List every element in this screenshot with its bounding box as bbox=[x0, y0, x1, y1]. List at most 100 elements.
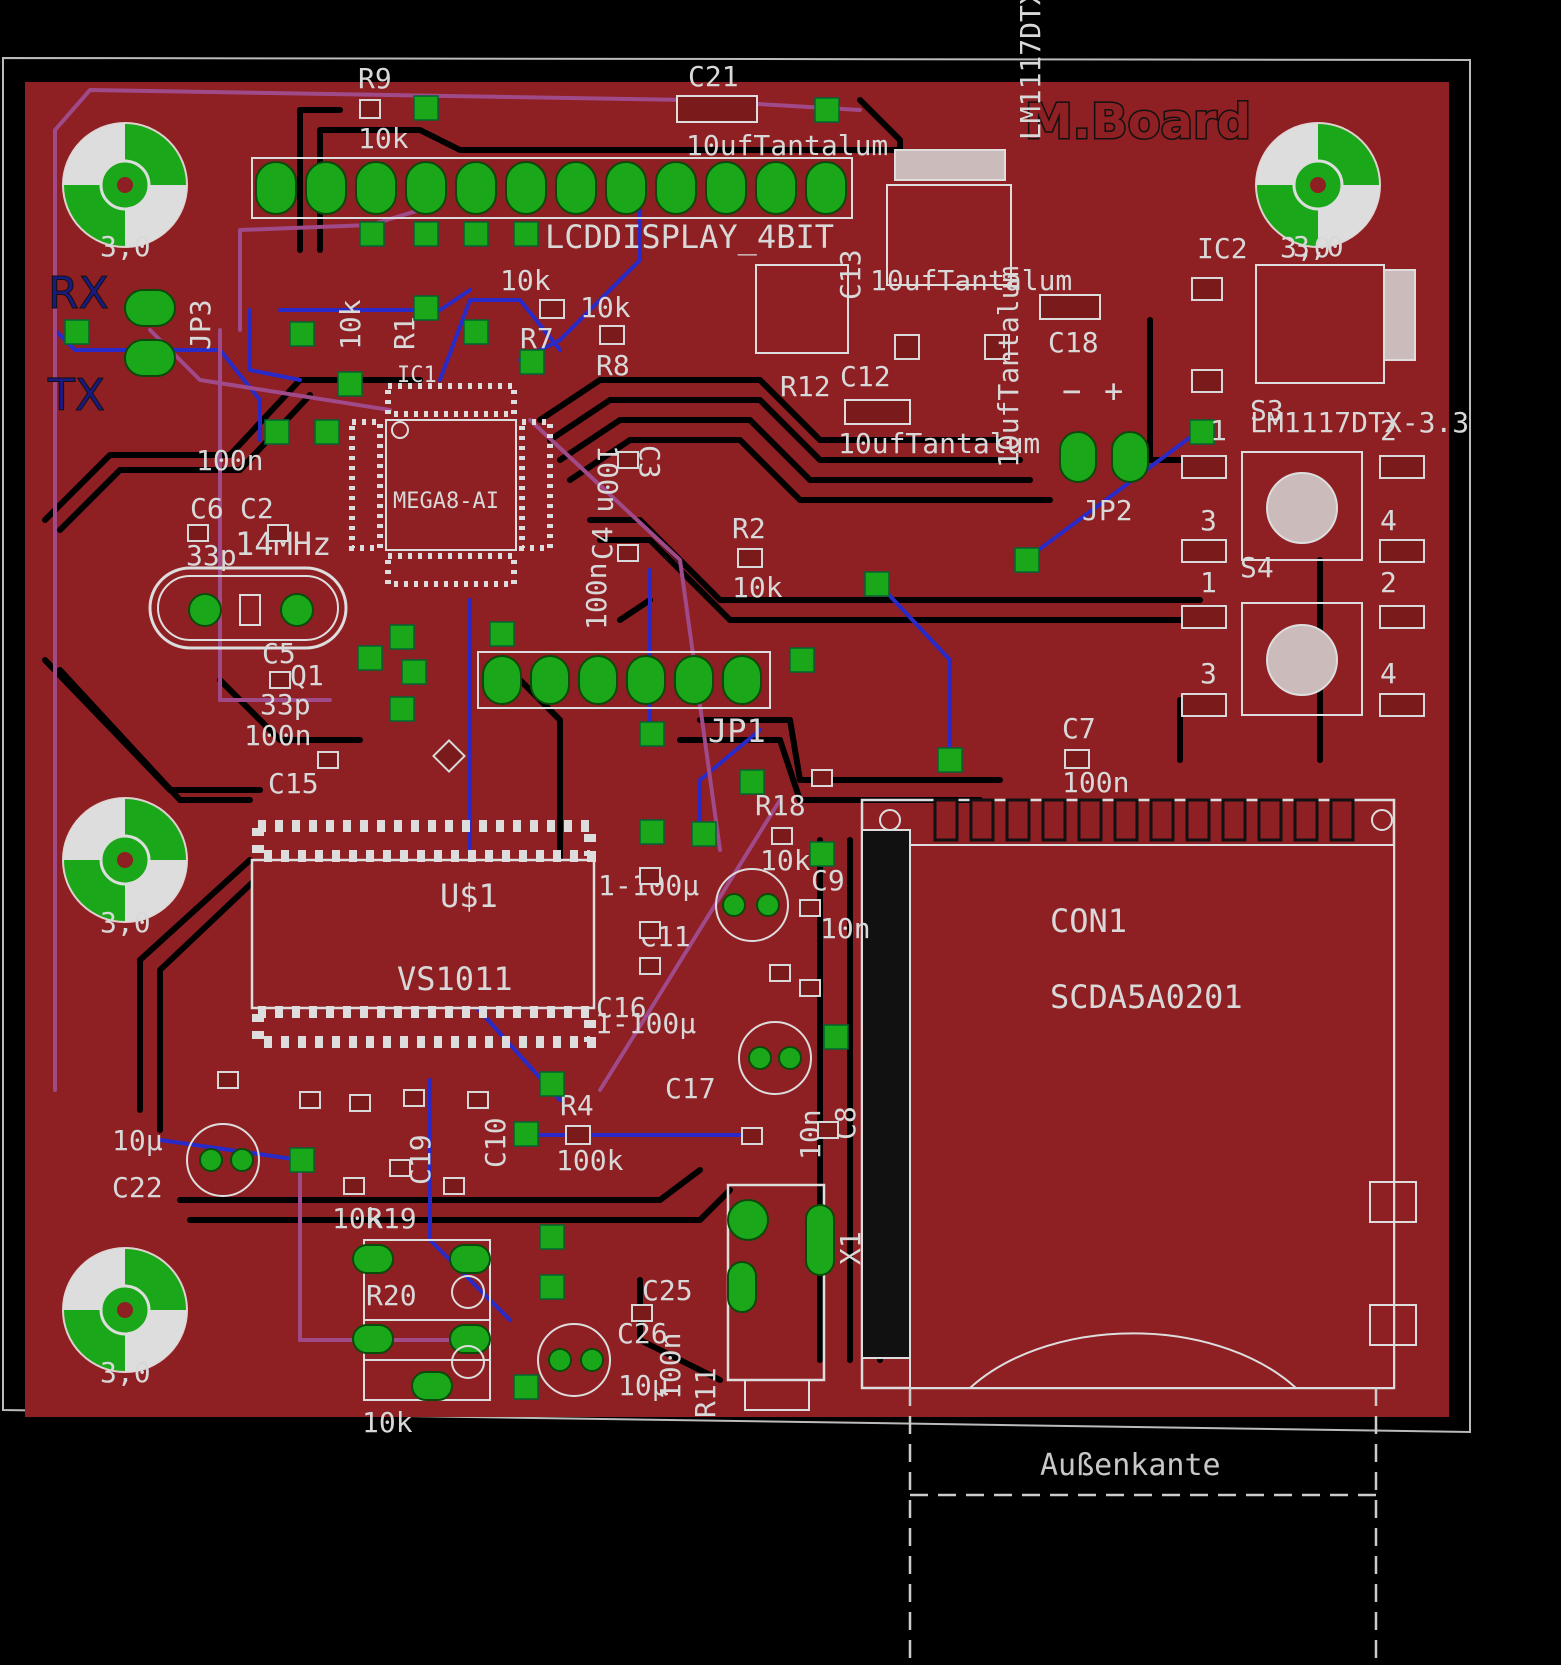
c6-ref: C6 bbox=[190, 492, 224, 525]
board-title: M.Board bbox=[1025, 94, 1251, 150]
s4-ref: S4 bbox=[1240, 551, 1274, 584]
vias bbox=[264, 95, 1040, 1400]
polarity-minus: − bbox=[1062, 372, 1081, 410]
r19-ref: R19 bbox=[366, 1202, 417, 1235]
ic1-value: MEGA8-AI bbox=[393, 489, 499, 514]
mounting-hole: 3,0 bbox=[62, 122, 188, 263]
ic2-regulator: IC2 LM1117DTX-3.3 bbox=[1191, 232, 1469, 439]
mounting-holes: 3,0 3,0 3,0 3,0 3,0 bbox=[62, 122, 1381, 1389]
r11-ref: R11 bbox=[689, 1367, 722, 1418]
edge-outline: Außenkante bbox=[908, 1388, 1378, 1665]
c16-value: 1-100µ bbox=[595, 1007, 696, 1040]
r4-value: 100k bbox=[556, 1144, 624, 1177]
c25-ref: C25 bbox=[642, 1274, 693, 1307]
c21-ref: C21 bbox=[688, 60, 739, 93]
s3-pin-4: 4 bbox=[1380, 504, 1397, 537]
q1-ref: Q1 bbox=[290, 659, 324, 692]
c12-ref: C12 bbox=[840, 360, 891, 393]
polarity-plus: + bbox=[1104, 372, 1123, 410]
ic1-mega8: IC1 MEGA8-AI bbox=[349, 363, 553, 587]
smd-parts bbox=[187, 451, 839, 1322]
jp3-pad-1 bbox=[124, 289, 176, 327]
c7-ref: C7 bbox=[1062, 712, 1096, 745]
con1-ref: CON1 bbox=[1050, 902, 1127, 940]
c2-ref: C2 bbox=[240, 492, 274, 525]
r9-value: 10k bbox=[358, 122, 409, 155]
sd-contacts bbox=[933, 798, 1355, 842]
r1-value: 10k bbox=[334, 299, 367, 350]
c15-value: 100n bbox=[244, 719, 311, 752]
lcd-ref: LCDDISPLAY_4BIT bbox=[545, 218, 834, 256]
c5-value: 33p bbox=[260, 688, 311, 721]
hole-label: 3,0 bbox=[100, 906, 151, 939]
x1-ref: X1 bbox=[834, 1231, 867, 1265]
s3-ref: S3 bbox=[1250, 394, 1284, 427]
r9-ref: R9 bbox=[358, 62, 392, 95]
jp3-pad-2 bbox=[124, 339, 176, 377]
c10-ref: C10 bbox=[479, 1117, 512, 1168]
s4-pin-2: 2 bbox=[1380, 566, 1397, 599]
c17-ref: C17 bbox=[665, 1072, 716, 1105]
s3-switch: S3 1 2 3 4 bbox=[1181, 394, 1425, 563]
c4-ref: C4 bbox=[586, 526, 619, 560]
u1-vs1011: U$1 VS1011 bbox=[250, 820, 596, 1048]
c22-ref: C22 bbox=[112, 1171, 163, 1204]
ic2-ref: IC2 bbox=[1197, 232, 1248, 265]
top-traces bbox=[42, 97, 1323, 1383]
c18-value: 10ufTantalum bbox=[992, 266, 1025, 468]
r18-value: 10k bbox=[760, 844, 811, 877]
s3-pin-1: 1 bbox=[1210, 414, 1227, 447]
r2-ref: R2 bbox=[732, 512, 766, 545]
jp1-ref: JP1 bbox=[708, 712, 766, 750]
ic1-ref: IC1 bbox=[397, 363, 437, 388]
r1-ref: R1 bbox=[388, 316, 421, 350]
mounting-hole: 3,0 bbox=[62, 797, 188, 939]
c18-body bbox=[1039, 294, 1101, 320]
c13-value: 10ufTantalum bbox=[870, 264, 1072, 297]
jp3-ref: JP3 bbox=[184, 299, 217, 350]
r8-value: 10k bbox=[580, 291, 631, 324]
r20-value: 10k bbox=[362, 1406, 413, 1439]
r2-pad bbox=[737, 548, 763, 568]
c21-body bbox=[676, 95, 758, 123]
c13-ref: C13 bbox=[834, 249, 867, 300]
hole-label-ic2: 3,0 bbox=[1280, 231, 1331, 264]
r20-ref: R20 bbox=[366, 1279, 417, 1312]
mounting-hole: 3,0 bbox=[62, 1247, 188, 1389]
ic3-value: LM1117DTX-3.3 bbox=[1014, 0, 1047, 140]
c21-value: 10ufTantalum bbox=[686, 129, 888, 162]
r7-pad bbox=[539, 299, 565, 319]
c7-value: 100n bbox=[1062, 766, 1129, 799]
con1-sd-socket: CON1 SCDA5A0201 bbox=[860, 798, 1417, 1390]
c22-value: 10µ bbox=[112, 1124, 163, 1157]
r19-value: 10k bbox=[332, 1202, 383, 1235]
elcap-c22: 10µ C22 bbox=[112, 1123, 260, 1204]
jp2-via bbox=[1189, 419, 1215, 445]
r2-value: 10k bbox=[732, 571, 783, 604]
jp3-via bbox=[64, 319, 90, 345]
c2-value: 100n bbox=[196, 444, 263, 477]
r20-trimmer: R20 10k bbox=[352, 1279, 491, 1439]
hole-label: 3,0 bbox=[100, 230, 151, 263]
r4-pad bbox=[565, 1125, 591, 1145]
s4-pin-3: 3 bbox=[1200, 657, 1217, 690]
ic3-regulator: LM1117DTX-3.3 bbox=[886, 0, 1047, 360]
c5-ref: C5 bbox=[262, 637, 296, 670]
c16-ref: C16 bbox=[596, 991, 647, 1024]
board-outline bbox=[2, 56, 1471, 1434]
c15-ref: C15 bbox=[268, 767, 319, 800]
s3-pin-3: 3 bbox=[1200, 504, 1217, 537]
c9-value: 10n bbox=[820, 912, 871, 945]
jp2-ref: JP2 bbox=[1082, 494, 1133, 527]
rx-label: RX bbox=[48, 268, 109, 319]
jp2-pad-1 bbox=[1059, 431, 1097, 483]
c4-value: 100n bbox=[580, 563, 613, 630]
c6-value: 33p bbox=[186, 539, 237, 572]
r8-ref: R8 bbox=[596, 349, 630, 382]
c25-value: 100n bbox=[654, 1333, 687, 1400]
hole-label: 3,0 bbox=[100, 1356, 151, 1389]
s4-switch: 1 2 3 4 bbox=[1181, 566, 1425, 717]
c26-ref: C26 bbox=[617, 1317, 668, 1350]
r7-value: 10k bbox=[500, 264, 551, 297]
